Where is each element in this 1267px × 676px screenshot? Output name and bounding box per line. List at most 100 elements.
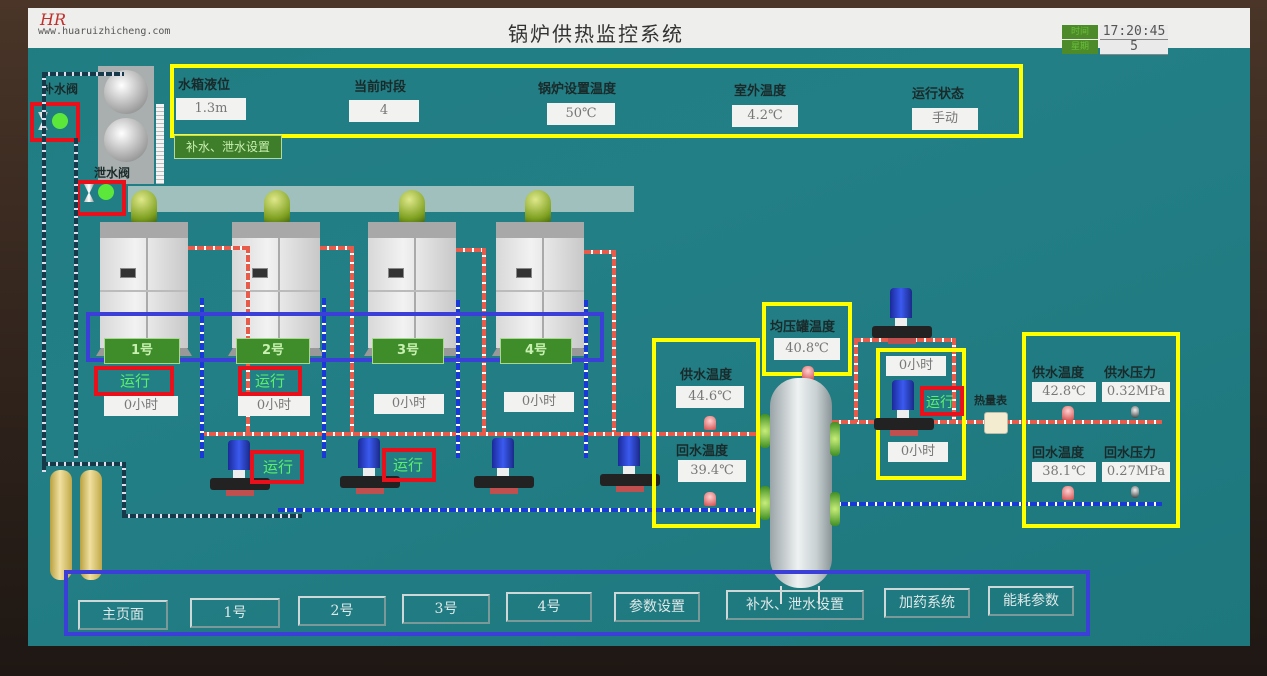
supply-pipe (584, 250, 614, 254)
bypass-pipe (854, 338, 858, 422)
header-bar: HR www.huaruizhicheng.com 锅炉供热监控系统 时间 17… (28, 8, 1250, 55)
annotation-box-red (94, 366, 174, 396)
outdoor-temp-value: 4.2℃ (732, 105, 798, 127)
nav-energy-parameters-button[interactable]: 能耗参数 (988, 586, 1074, 616)
tank-flange-icon (760, 414, 770, 448)
annotation-box-red (238, 366, 302, 396)
tank-level-label: 水箱液位 (178, 78, 231, 93)
nav-dosing-system-button[interactable]: 加药系统 (884, 588, 970, 618)
annotation-box-yellow (1022, 332, 1180, 528)
flue-pipe-icon (264, 190, 290, 222)
heat-meter-label: 热量表 (974, 394, 1007, 407)
nav-boiler-2-button[interactable]: 2号 (298, 596, 386, 626)
secondary-supply-temp-value: 42.8℃ (1032, 382, 1096, 402)
bypass-pipe (952, 338, 956, 422)
tank-leg (818, 586, 820, 604)
nav-boiler-3-button[interactable]: 3号 (402, 594, 490, 624)
tank-leg (780, 586, 782, 604)
nav-boiler-4-button[interactable]: 4号 (506, 592, 592, 622)
softener-tank-icon (50, 470, 72, 580)
temperature-sensor-icon (704, 416, 716, 430)
annotation-box-red (382, 448, 436, 482)
company-logo: HR (40, 10, 66, 29)
weekday-label: 星期 (1062, 40, 1098, 54)
boiler-1-status: 运行 (119, 372, 150, 390)
makeup-pipe (122, 514, 302, 518)
circulation-pump-3-icon (474, 438, 534, 494)
nav-parameter-settings-button[interactable]: 参数设置 (614, 592, 700, 622)
primary-supply-temp-label: 供水温度 (680, 368, 733, 383)
pressure-gauge-icon (1131, 486, 1139, 498)
makeup-pipe (74, 138, 78, 458)
nav-home-button[interactable]: 主页面 (78, 600, 168, 630)
flue-pipe-icon (525, 190, 551, 222)
secondary-return-temp-value: 38.1℃ (1032, 462, 1096, 482)
buffer-tank-icon (770, 378, 832, 588)
drain-valve-status-indicator (98, 184, 114, 200)
secondary-pump-2-icon (874, 380, 934, 436)
secondary-pump-2-status: 运行 (926, 395, 954, 411)
temperature-sensor-icon (704, 492, 716, 506)
tank-flange-icon (830, 492, 840, 526)
annotation-box-yellow (876, 348, 966, 480)
boiler-2-status: 运行 (254, 372, 285, 390)
pressure-gauge-icon (1131, 406, 1139, 418)
boiler-set-temp-value: 50℃ (547, 103, 615, 125)
flue-pipe-icon (399, 190, 425, 222)
return-pipe (322, 298, 326, 458)
run-state-value: 手动 (912, 108, 978, 130)
secondary-pump-1-icon (872, 288, 932, 344)
supply-pipe (350, 246, 354, 436)
circulation-pump-4-icon (600, 436, 660, 492)
buffer-tank-temp-value: 40.8℃ (774, 338, 840, 360)
current-period-value: 4 (349, 100, 419, 122)
nav-makeup-drain-settings-button[interactable]: 补水、泄水设置 (726, 590, 864, 620)
tank-flange-icon (830, 422, 840, 456)
boiler-1-label[interactable]: 1号 (104, 338, 180, 364)
annotation-box-red (76, 180, 126, 216)
secondary-pump-2-runtime: 0小时 (888, 442, 948, 462)
heat-meter-icon (984, 412, 1008, 434)
secondary-supply-pressure-value: 0.32MPa (1102, 382, 1170, 402)
primary-return-temp-value: 39.4℃ (678, 460, 746, 482)
supply-pipe (320, 246, 352, 250)
annotation-box-red (250, 450, 304, 484)
boiler-4-label[interactable]: 4号 (500, 338, 572, 364)
drain-valve-icon (84, 184, 94, 202)
makeup-drain-settings-button[interactable]: 补水、泄水设置 (174, 135, 282, 159)
boiler-2-runtime: 0小时 (238, 396, 310, 416)
makeup-valve-status-indicator (52, 113, 68, 129)
supply-pipe (200, 432, 770, 436)
boiler-4-runtime: 0小时 (504, 392, 574, 412)
tank-flange-icon (760, 486, 770, 520)
annotation-box-red (30, 102, 80, 142)
flue-header (128, 186, 634, 212)
boiler-3-label[interactable]: 3号 (372, 338, 444, 364)
supply-pipe (482, 248, 486, 436)
makeup-pipe (42, 72, 124, 76)
return-pipe (456, 300, 460, 458)
tank-level-value: 1.3m (176, 98, 246, 120)
temperature-sensor-icon (802, 366, 814, 380)
level-gauge (156, 104, 164, 184)
boiler-2-label[interactable]: 2号 (236, 338, 310, 364)
softener-tank-icon (80, 470, 102, 580)
nav-boiler-1-button[interactable]: 1号 (190, 598, 280, 628)
supply-pipe (456, 248, 484, 252)
temperature-sensor-icon (1062, 486, 1074, 500)
boiler-1-runtime: 0小时 (104, 396, 178, 416)
secondary-return-pressure-value: 0.27MPa (1102, 462, 1170, 482)
water-tank (98, 66, 154, 184)
secondary-return-temp-label: 回水温度 (1032, 446, 1085, 461)
circulation-pump-2-status: 运行 (392, 456, 423, 474)
annotation-box-blue (64, 570, 1090, 636)
makeup-pipe (42, 72, 46, 472)
return-pipe (200, 298, 204, 458)
outdoor-temp-label: 室外温度 (734, 84, 787, 99)
makeup-pipe (42, 462, 122, 466)
drain-valve-label: 泄水阀 (94, 166, 131, 180)
boiler-3-runtime: 0小时 (374, 394, 444, 414)
secondary-pump-1-runtime: 0小时 (886, 356, 946, 376)
annotation-box-red (920, 386, 964, 416)
supply-pipe (612, 250, 616, 436)
